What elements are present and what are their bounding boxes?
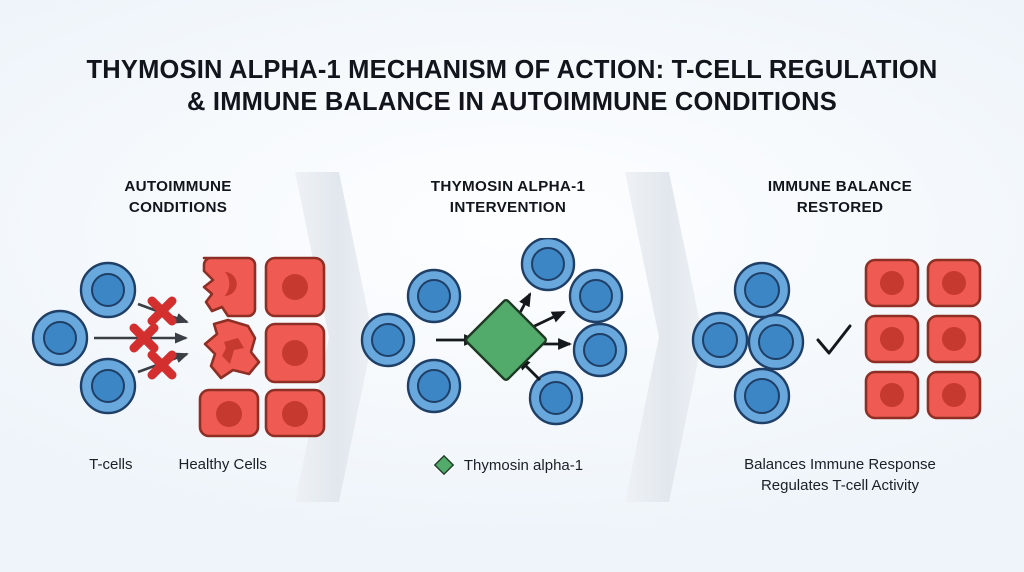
- page-title-line-2: & IMMUNE BALANCE IN AUTOIMMUNE CONDITION…: [187, 88, 837, 116]
- healthy-cell: [864, 370, 920, 420]
- tcell: [733, 367, 791, 425]
- tcell: [79, 357, 137, 415]
- thymosin-diamond-icon: [465, 299, 547, 381]
- healthy-cell-grid: [864, 258, 982, 420]
- healthy-cell: [264, 388, 326, 438]
- healthy-cell: [264, 256, 326, 318]
- panel-3-heading: IMMUNE BALANCE RESTORED: [690, 176, 990, 218]
- caption-line-2: Regulates T-cell Activity: [760, 477, 920, 494]
- tcell: [406, 268, 462, 324]
- panel-1-caption: T-cells Healthy Cells: [28, 454, 328, 475]
- panel-autoimmune-conditions: AUTOIMMUNE CONDITIONS: [28, 176, 328, 506]
- caption-thymosin-label: Thymosin alpha-1: [463, 456, 584, 474]
- healthy-cell: [864, 258, 920, 308]
- healthy-cell: [198, 388, 260, 438]
- panel-1-heading-line-2: CONDITIONS: [128, 199, 228, 216]
- caption-tcells: T-cells: [89, 456, 133, 473]
- healthy-cell-grid: [198, 256, 326, 438]
- tcell: [79, 261, 137, 319]
- tcell: [520, 238, 576, 292]
- damaged-cell: [202, 256, 257, 318]
- tcell: [691, 311, 749, 369]
- panel-2-heading-line-2: INTERVENTION: [449, 199, 567, 216]
- tcell-group-left: [31, 261, 137, 415]
- panel-3-heading-line-1: IMMUNE BALANCE: [767, 178, 913, 195]
- blocked-x-icon: [129, 323, 159, 353]
- blocked-x-icon: [147, 296, 177, 326]
- caption-healthy-cells: Healthy Cells: [178, 456, 267, 473]
- blocked-x-group: [129, 296, 177, 380]
- check-mark-icon: [816, 324, 852, 355]
- tcell: [572, 322, 628, 378]
- panel-1-heading-line-1: AUTOIMMUNE: [124, 178, 232, 195]
- tcell: [31, 309, 89, 367]
- panel-2-heading: THYMOSIN ALPHA-1 INTERVENTION: [358, 176, 658, 218]
- damaged-cell: [203, 318, 261, 380]
- panel-immune-balance-restored: IMMUNE BALANCE RESTORED: [690, 176, 990, 506]
- page-title-line-1: THYMOSIN ALPHA-1 MECHANISM OF ACTION: T-…: [86, 56, 938, 84]
- tcell: [733, 261, 791, 319]
- healthy-cell: [926, 314, 982, 364]
- healthy-cell: [864, 314, 920, 364]
- tcell: [406, 358, 462, 414]
- panel-2-heading-line-1: THYMOSIN ALPHA-1: [430, 178, 586, 195]
- tcell-group-left: [360, 268, 462, 414]
- tcell-group-right: [520, 238, 628, 426]
- panel-2-caption: Thymosin alpha-1: [358, 454, 658, 476]
- page-title: THYMOSIN ALPHA-1 MECHANISM OF ACTION: T-…: [0, 54, 1024, 118]
- healthy-cell: [264, 322, 326, 384]
- panel-3-diagram: [691, 258, 982, 425]
- healthy-cell: [926, 258, 982, 308]
- tcell: [568, 268, 624, 324]
- tcell-group-balanced: [691, 261, 805, 425]
- tcell: [747, 313, 805, 371]
- tcell: [528, 370, 584, 426]
- panel-1-diagram: [31, 256, 326, 438]
- blocked-x-icon: [147, 350, 177, 380]
- panel-3-heading-line-2: RESTORED: [796, 199, 884, 216]
- healthy-cell: [926, 370, 982, 420]
- caption-line-1: Balances Immune Response: [744, 456, 936, 473]
- panel-3-caption: Balances Immune Response Regulates T-cel…: [690, 454, 990, 496]
- tcell: [360, 312, 416, 368]
- green-diamond-icon: [433, 454, 455, 476]
- panel-thymosin-intervention: THYMOSIN ALPHA-1 INTERVENTION: [358, 176, 658, 506]
- panel-1-heading: AUTOIMMUNE CONDITIONS: [28, 176, 328, 218]
- panel-2-diagram: [360, 238, 628, 426]
